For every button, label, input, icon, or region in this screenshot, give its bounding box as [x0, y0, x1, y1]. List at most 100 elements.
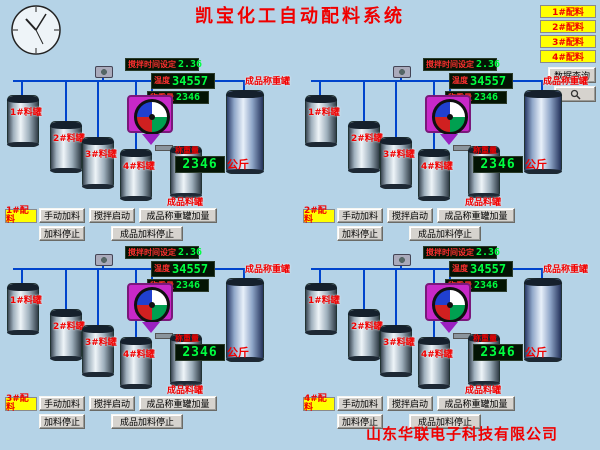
- feed-stop-button[interactable]: 加料停止: [39, 226, 85, 241]
- mixer: [127, 95, 173, 135]
- tank-4: [120, 149, 152, 201]
- pipe: [21, 268, 23, 284]
- batch-label: 4#配料: [303, 395, 335, 413]
- tank-4-label: 4#料罐: [123, 350, 155, 360]
- temperature-display: 温度 34557: [151, 73, 215, 89]
- mixer-fan-icon: [134, 99, 170, 135]
- big-weight-label: 称重量: [175, 334, 199, 343]
- magnifier-icon: [570, 89, 581, 100]
- pipe: [13, 268, 245, 270]
- tank-2: [348, 121, 380, 173]
- weight-value: 2346: [176, 279, 201, 291]
- tank-2-label: 2#料罐: [53, 134, 85, 144]
- mix-time-label: 搅拌时间设定: [128, 247, 176, 257]
- pipe: [395, 80, 397, 138]
- tank-1-label: 1#料罐: [308, 108, 340, 118]
- weigh-tank: [524, 90, 562, 174]
- pipe: [395, 268, 397, 326]
- pipe: [97, 268, 99, 326]
- pipe: [65, 268, 67, 310]
- manual-feed-button[interactable]: 手动加料: [337, 396, 383, 411]
- weigh-tank-add-button[interactable]: 成品称重罐加量: [437, 208, 515, 223]
- nav-batch-button-4[interactable]: 4#配料: [540, 50, 596, 63]
- weigh-tank-add-button[interactable]: 成品称重罐加量: [139, 208, 217, 223]
- mixer-start-button[interactable]: 搅拌启动: [387, 208, 433, 223]
- product-feed-stop-button[interactable]: 成品加料停止: [111, 226, 183, 241]
- tank-3: [82, 325, 114, 377]
- big-weight-label: 称重量: [473, 146, 497, 155]
- nav-batch-button-3[interactable]: 3#配料: [540, 35, 596, 48]
- top-right-nav: 1#配料 2#配料 3#配料 4#配料 数据查询: [540, 5, 596, 102]
- mixer-start-button[interactable]: 搅拌启动: [89, 396, 135, 411]
- weigh-tank-label: 成品称重罐: [245, 265, 291, 275]
- mixer-start-button[interactable]: 搅拌启动: [387, 396, 433, 411]
- big-weight-display: 2346: [175, 344, 225, 361]
- manual-feed-button[interactable]: 手动加料: [39, 208, 85, 223]
- tank-3: [380, 137, 412, 189]
- pipe: [21, 80, 23, 96]
- pipe: [311, 80, 543, 82]
- mix-time-value: 2.36: [178, 58, 203, 70]
- mixer-fan-icon: [432, 99, 468, 135]
- product-tank-label: 成品料罐: [167, 386, 204, 396]
- temperature-label: 温度: [154, 76, 170, 85]
- mix-time-value: 2.36: [476, 246, 501, 258]
- temperature-display: 温度 34557: [449, 73, 513, 89]
- feed-stop-button[interactable]: 加料停止: [337, 226, 383, 241]
- pipe: [97, 80, 99, 138]
- feed-stop-button[interactable]: 加料停止: [337, 414, 383, 429]
- mix-time-value: 2.36: [178, 246, 203, 258]
- tank-2-label: 2#料罐: [351, 134, 383, 144]
- weigh-tank-label: 成品称重罐: [543, 265, 589, 275]
- data-query-button[interactable]: 数据查询: [548, 67, 596, 83]
- nav-batch-button-1[interactable]: 1#配料: [540, 5, 596, 18]
- tank-4-label: 4#料罐: [421, 350, 453, 360]
- pipe: [363, 80, 365, 122]
- tank-4-label: 4#料罐: [123, 162, 155, 172]
- tank-2-label: 2#料罐: [53, 322, 85, 332]
- temperature-value: 34557: [470, 74, 507, 88]
- mix-time-label: 搅拌时间设定: [426, 59, 474, 69]
- tank-1-label: 1#料罐: [10, 296, 42, 306]
- weigh-tank-label: 成品称重罐: [245, 77, 291, 87]
- mixer: [425, 283, 471, 323]
- tank-4: [120, 337, 152, 389]
- temperature-label: 温度: [452, 264, 468, 273]
- weight-unit: 公斤: [525, 346, 547, 359]
- tank-4-label: 4#料罐: [421, 162, 453, 172]
- product-tank-label: 成品料罐: [465, 198, 502, 208]
- tank-3: [380, 325, 412, 377]
- mixer-funnel: [440, 134, 458, 145]
- product-feed-stop-button[interactable]: 成品加料停止: [409, 414, 481, 429]
- tank-1: [7, 283, 39, 335]
- product-feed-stop-button[interactable]: 成品加料停止: [409, 226, 481, 241]
- weigh-tank-add-button[interactable]: 成品称重罐加量: [139, 396, 217, 411]
- weigh-tank: [226, 90, 264, 174]
- mixer: [127, 283, 173, 323]
- tank-4: [418, 337, 450, 389]
- manual-feed-button[interactable]: 手动加料: [39, 396, 85, 411]
- feed-stop-button[interactable]: 加料停止: [39, 414, 85, 429]
- product-tank-label: 成品料罐: [465, 386, 502, 396]
- nav-batch-buttons: 1#配料 2#配料 3#配料 4#配料: [540, 5, 596, 65]
- temperature-value: 34557: [172, 74, 209, 88]
- pipe: [65, 80, 67, 122]
- nav-batch-button-2[interactable]: 2#配料: [540, 20, 596, 33]
- mix-time-display: 搅拌时间设定 2.36: [125, 58, 203, 71]
- mixer: [425, 95, 471, 135]
- pipe: [363, 268, 365, 310]
- product-feed-stop-button[interactable]: 成品加料停止: [111, 414, 183, 429]
- mix-time-display: 搅拌时间设定 2.36: [125, 246, 203, 259]
- weight-unit: 公斤: [227, 158, 249, 171]
- weigh-tank: [226, 278, 264, 362]
- manual-feed-button[interactable]: 手动加料: [337, 208, 383, 223]
- batching-line: 搅拌时间设定 2.36 温度 34557 称重量 2346 1#料罐 2#料罐 …: [303, 246, 598, 434]
- weigh-tank-add-button[interactable]: 成品称重罐加量: [437, 396, 515, 411]
- weigh-tank-label: 成品称重罐: [543, 77, 589, 87]
- big-weight-display: 2346: [175, 156, 225, 173]
- tank-1-label: 1#料罐: [308, 296, 340, 306]
- mixer-start-button[interactable]: 搅拌启动: [89, 208, 135, 223]
- mix-time-label: 搅拌时间设定: [128, 59, 176, 69]
- big-weight-value: 2346: [182, 157, 218, 172]
- pipe: [13, 80, 245, 82]
